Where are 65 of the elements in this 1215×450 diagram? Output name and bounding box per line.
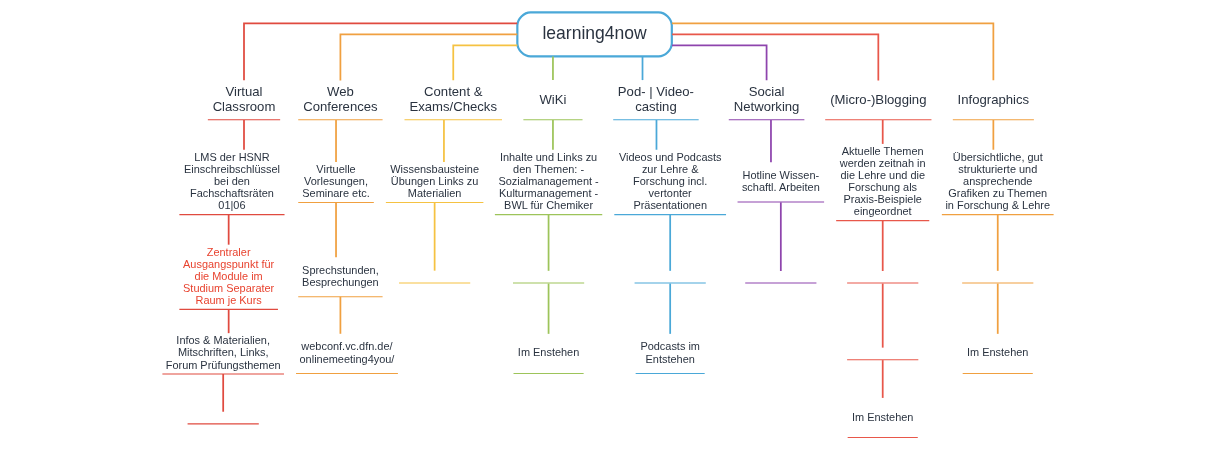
connector — [881, 119, 884, 145]
node-text: Infos & Materialien, Mitschriften, Links, Forum Prüfungsthemen — [165, 334, 281, 371]
node-underline — [744, 282, 817, 284]
node-underline — [397, 282, 471, 284]
node-text: Im Enstehen — [851, 410, 913, 423]
connector — [670, 33, 879, 82]
connector — [433, 201, 435, 272]
node-text: Übersichtliche, gut strukturierte und ansprechende Grafiken zu Themen in Forschung & Lehre — [944, 150, 1050, 212]
connector — [655, 119, 657, 151]
connector — [779, 201, 782, 272]
connector — [334, 119, 337, 163]
connector — [442, 119, 445, 163]
connector — [996, 214, 999, 272]
node-text: Inhalte und Links zu den Themen: - Sozialmanagement - Kulturmanagement - BWL für Chemiker — [497, 150, 599, 212]
connector — [769, 119, 772, 164]
node-text: (Micro-)Blogging — [829, 91, 926, 107]
node-text: Virtuelle Vorlesungen, Seminare etc. — [301, 162, 370, 200]
node-text: Wissensbausteine Übungen Links zu Materialien — [389, 162, 479, 200]
node-underline — [511, 282, 585, 284]
node-underline — [846, 359, 919, 361]
node-text: LMS der HSNR Einschreibschlüssel bei den Fachschaftsräten 01|06 — [183, 150, 280, 212]
connector — [551, 119, 554, 151]
node-text: Podcasts im Entstehen — [639, 340, 700, 365]
connector — [227, 308, 230, 335]
connector — [547, 282, 549, 335]
connector — [227, 214, 230, 246]
node-text: WiKi — [538, 91, 566, 107]
node-underline — [186, 423, 259, 425]
connector — [881, 282, 884, 349]
node-text: Pod- | Video- casting — [617, 84, 694, 114]
connector — [668, 214, 671, 272]
connector — [996, 282, 999, 335]
node-text: Infographics — [957, 91, 1029, 107]
connector — [339, 33, 518, 82]
connector — [881, 359, 884, 399]
node-underline — [846, 282, 919, 284]
node-text: Virtual Classroom — [212, 84, 275, 114]
connector — [668, 282, 671, 335]
connector — [339, 295, 341, 335]
node-text: Sprechstunden, Besprechungen — [301, 263, 379, 288]
connector — [547, 214, 549, 272]
connector — [242, 22, 518, 82]
connector — [881, 219, 884, 272]
connector — [334, 201, 337, 259]
connector — [221, 373, 224, 413]
node-text: Web Conferences — [302, 84, 378, 114]
node-text: Hotline Wissen- schaftl. Arbeiten — [741, 168, 820, 194]
node-text: Social Networking — [733, 84, 799, 114]
node-text: Im Enstehen — [517, 346, 579, 359]
connector — [992, 119, 994, 151]
connector — [451, 44, 518, 82]
node-text: Im Enstehen — [966, 346, 1028, 359]
node-text: Videos und Podcasts zur Lehre & Forschung incl. vertonter Präsentationen — [618, 150, 721, 212]
connector — [670, 22, 994, 82]
node-text: webconf.vc.dfn.de/ onlinemeeting4you/ — [299, 340, 394, 365]
connector — [641, 55, 643, 81]
node-box: learning4now — [515, 11, 673, 58]
node-text: Content & Exams/Checks — [408, 84, 497, 114]
node-text: Zentraler Ausgangspunkt für die Module im Studium Separater Raum je Kurs — [182, 245, 274, 306]
node-underline — [633, 282, 706, 284]
node-text: Aktuelle Themen werden zeitnah in die Lehre und die Forschung als Praxis-Beispiele eingeordnet — [839, 144, 926, 218]
connector — [551, 55, 554, 81]
connector — [242, 119, 245, 151]
connector — [670, 44, 767, 82]
node-underline — [961, 282, 1034, 284]
